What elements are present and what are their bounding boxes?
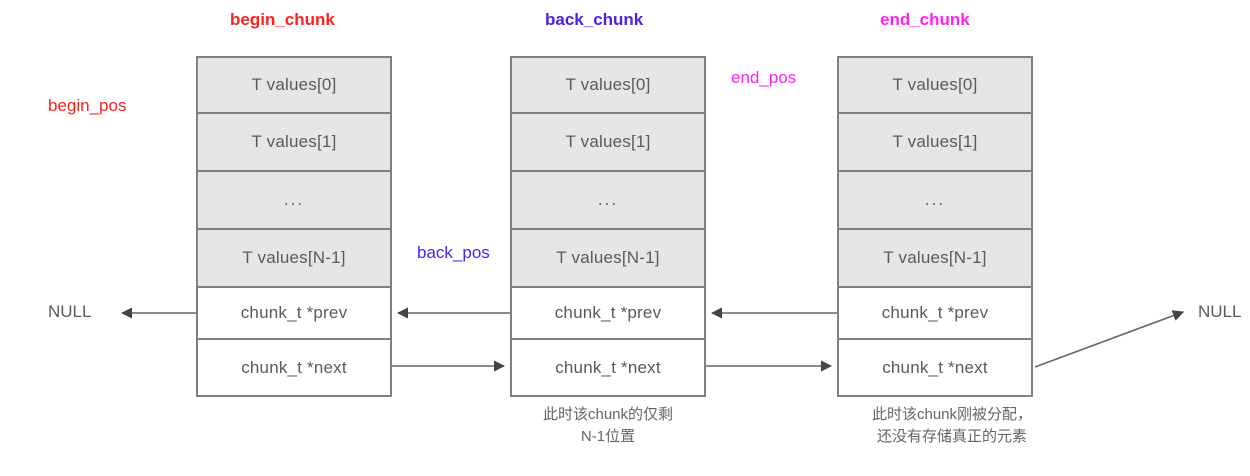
cell-next-pointer: chunk_t *next <box>198 340 390 395</box>
chunk-title-end: end_chunk <box>880 10 970 29</box>
note-end-chunk: 此时该chunk刚被分配， 还没有存储真正的元素 <box>871 406 1033 445</box>
null-label-right: NULL <box>1198 302 1242 321</box>
cell-next-pointer: chunk_t *next <box>512 340 704 395</box>
pos-label-back-pos: back_pos <box>417 243 490 262</box>
chunk-back: T values[0] T values[1] ... T values[N-1… <box>510 56 706 397</box>
arrow-end-next-to-null <box>1034 310 1185 368</box>
note-back-chunk: 此时该chunk的仅剩 N-1位置 <box>542 406 674 445</box>
cell-value-1: T values[1] <box>512 114 704 172</box>
cell-ellipsis: ... <box>512 172 704 230</box>
cell-value-0: T values[0] <box>512 58 704 114</box>
chunk-end: T values[0] T values[1] ... T values[N-1… <box>837 56 1033 397</box>
chunk-title-back: back_chunk <box>545 10 644 29</box>
chunk-begin: T values[0] T values[1] ... T values[N-1… <box>196 56 392 397</box>
cell-next-pointer: chunk_t *next <box>839 340 1031 395</box>
cell-ellipsis: ... <box>198 172 390 230</box>
null-label-left: NULL <box>48 302 92 321</box>
cell-value-1: T values[1] <box>198 114 390 172</box>
cell-value-1: T values[1] <box>839 114 1031 172</box>
cell-prev-pointer: chunk_t *prev <box>512 288 704 340</box>
cell-prev-pointer: chunk_t *prev <box>839 288 1031 340</box>
cell-value-0: T values[0] <box>839 58 1031 114</box>
pos-label-end-pos: end_pos <box>731 68 797 87</box>
cell-value-0: T values[0] <box>198 58 390 114</box>
pos-label-begin-pos: begin_pos <box>48 96 127 115</box>
cell-ellipsis: ... <box>839 172 1031 230</box>
cell-value-n: T values[N-1] <box>198 230 390 288</box>
cell-value-n: T values[N-1] <box>512 230 704 288</box>
chunk-title-begin: begin_chunk <box>230 10 335 29</box>
cell-prev-pointer: chunk_t *prev <box>198 288 390 340</box>
cell-value-n: T values[N-1] <box>839 230 1031 288</box>
